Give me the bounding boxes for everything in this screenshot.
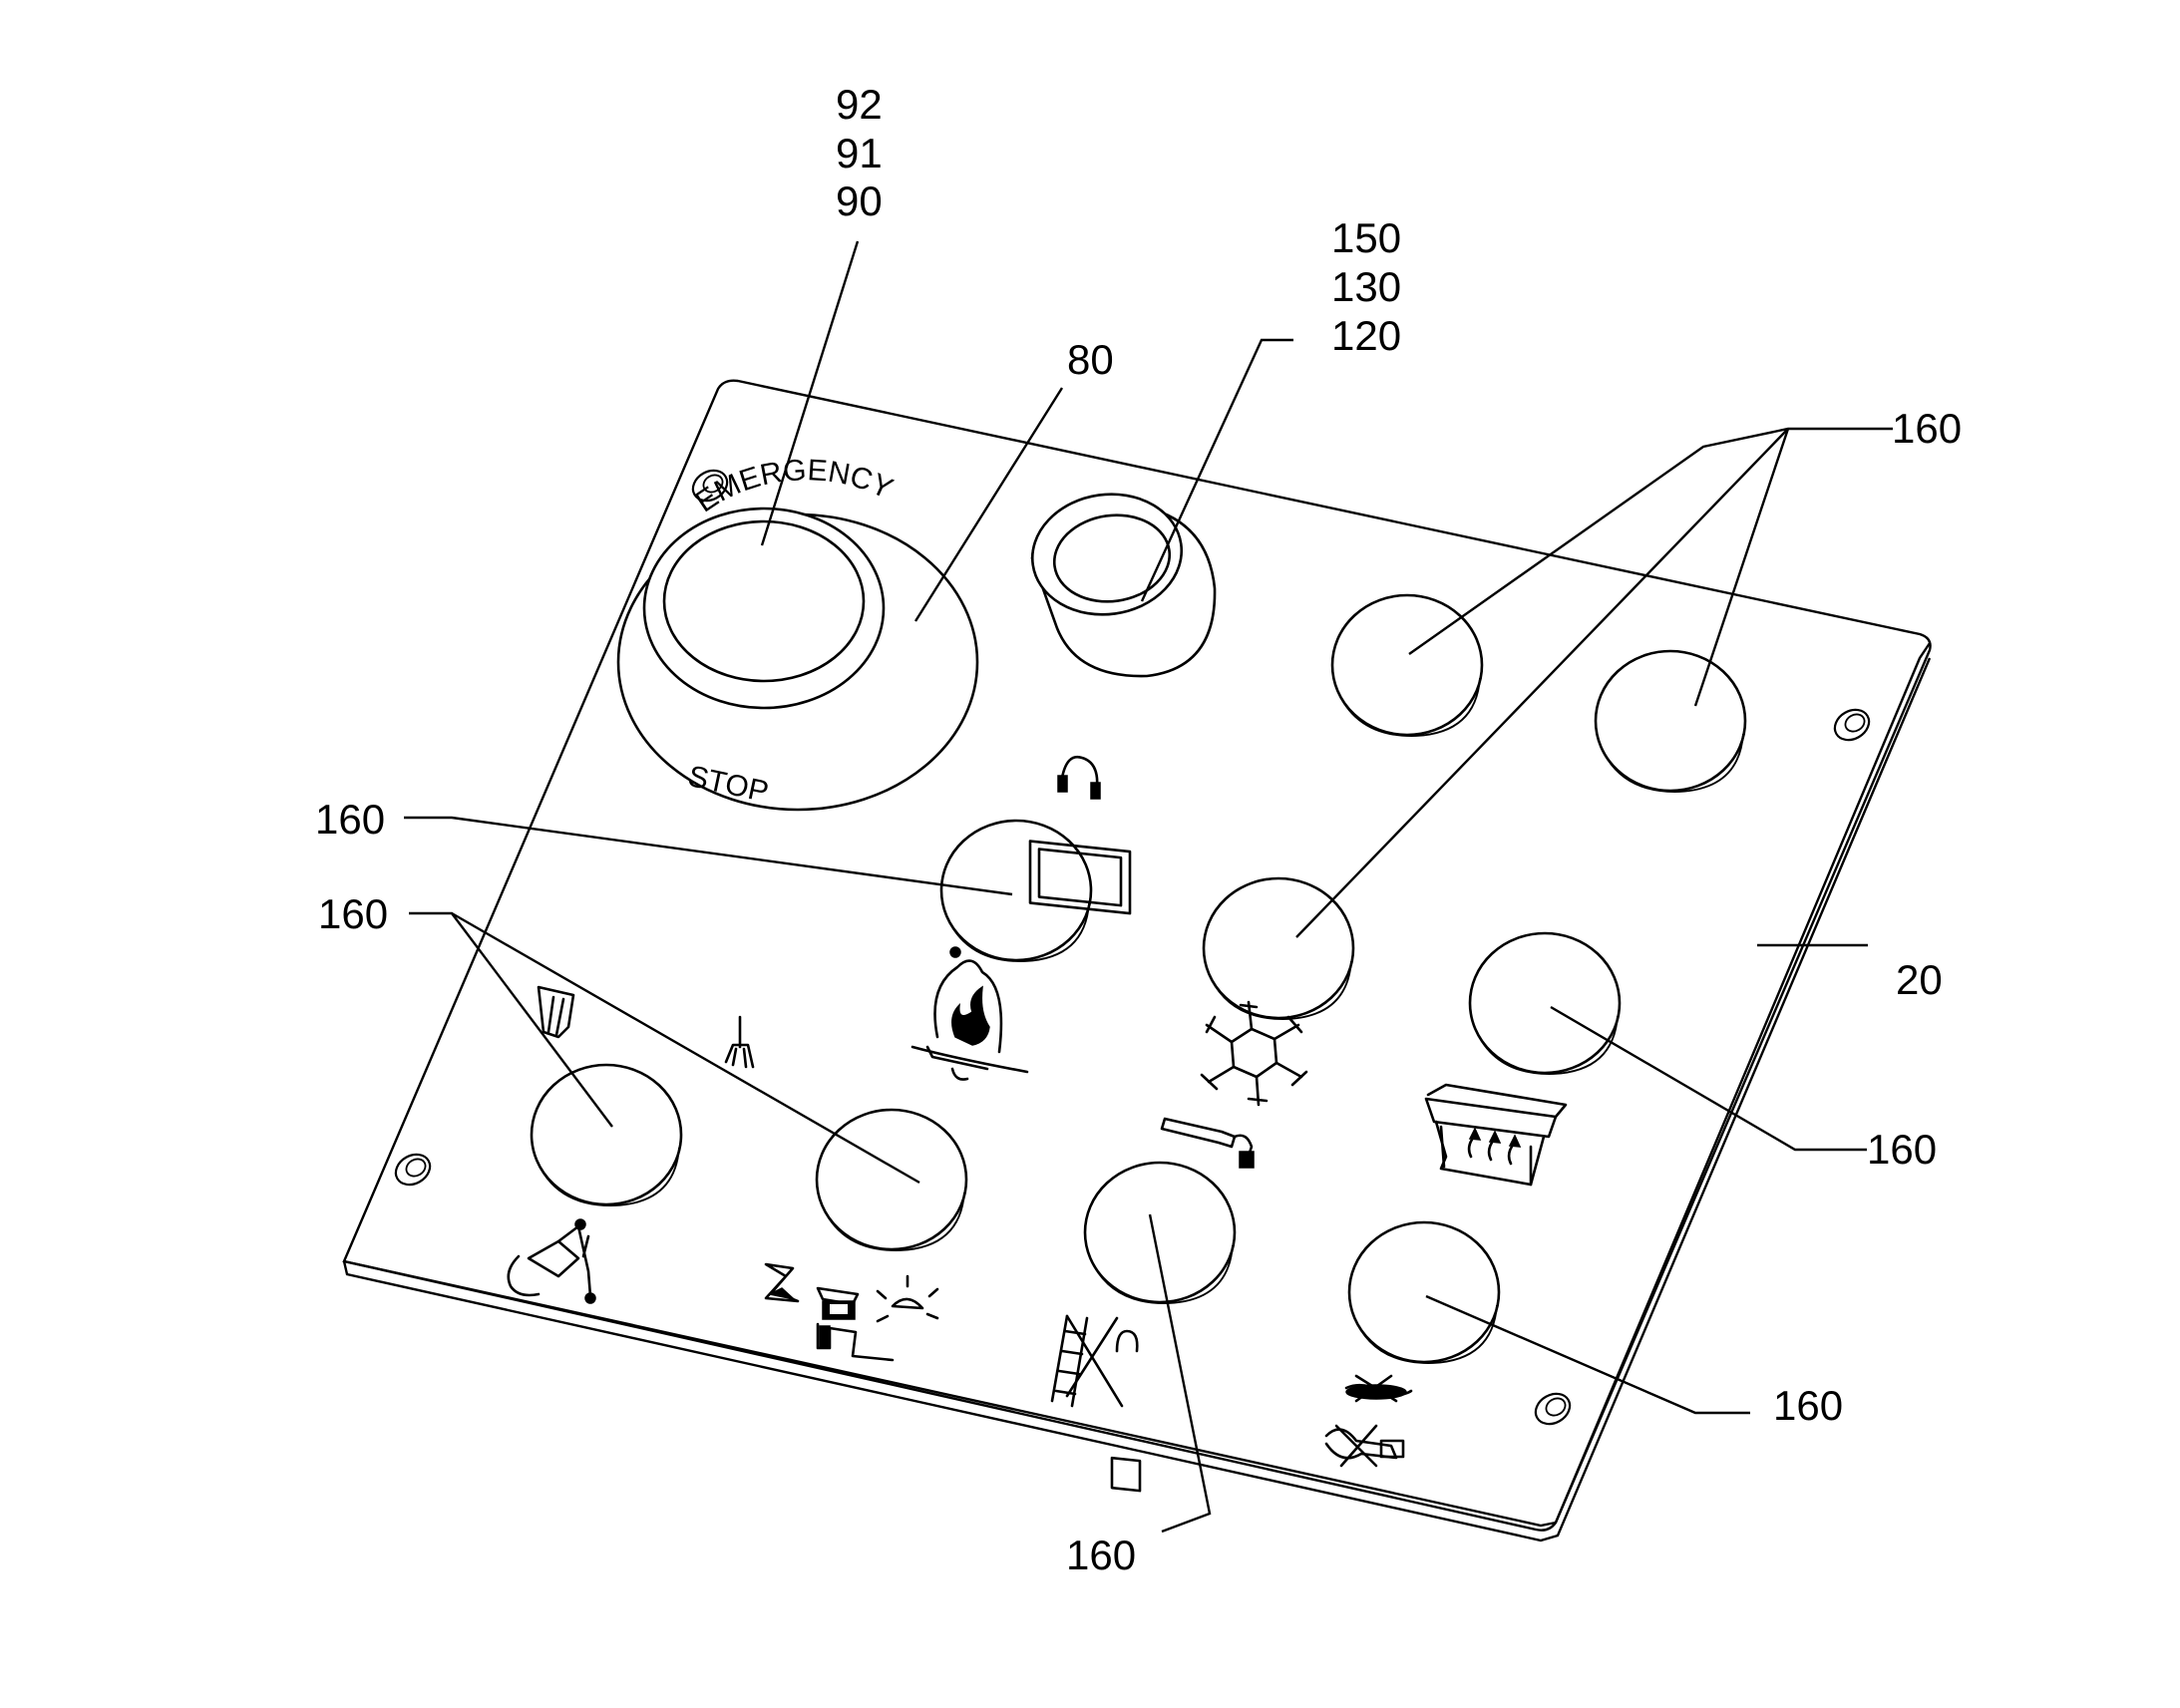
ref-160: 160: [1892, 405, 1962, 452]
pushbutton[interactable]: [1594, 649, 1747, 793]
mounting-plate: [342, 379, 1932, 1542]
refrigerant-pipe-icon: [1160, 1117, 1255, 1169]
ref-20: 20: [1896, 956, 1943, 1003]
mounting-hole: [1833, 708, 1871, 742]
leader-lines: [404, 240, 1893, 1534]
pushbutton[interactable]: [939, 819, 1093, 962]
ladder-lock-icon: [1050, 1314, 1142, 1493]
snowflake-icon: [1200, 1000, 1308, 1107]
pushbutton[interactable]: [530, 1063, 683, 1206]
emergency-stop-button[interactable]: EMERGENCY STOP: [616, 454, 979, 812]
kiosk-icon: [816, 1286, 895, 1362]
hourglass-icon: [764, 1262, 800, 1303]
ref-90: 90: [836, 177, 883, 224]
crane-hook-icon: [507, 1218, 596, 1304]
no-key-icon: [1324, 1424, 1405, 1468]
broom-icon: [724, 1015, 755, 1069]
mounting-hole: [394, 1153, 432, 1187]
headset-icon: [1028, 755, 1132, 915]
no-hose-icon: [1344, 1374, 1413, 1403]
pushbutton[interactable]: [815, 1108, 968, 1251]
ref-80: 80: [1067, 336, 1114, 383]
emergency-stop-cap: [662, 519, 866, 683]
fire-bell-icon: [910, 946, 1029, 1081]
heated-display-case-icon: [1424, 1083, 1568, 1187]
ref-130: 130: [1331, 263, 1401, 310]
mounting-hole: [1534, 1392, 1572, 1426]
selector-switch[interactable]: [1024, 485, 1217, 678]
door-gate-icon: [537, 985, 575, 1039]
pushbutton[interactable]: [1330, 593, 1484, 737]
ref-160: 160: [315, 796, 385, 843]
emergency-label: EMERGENCY: [689, 454, 898, 518]
beacon-light-icon: [876, 1274, 939, 1323]
ref-160: 160: [1773, 1382, 1843, 1429]
reference-numerals: 92 91 90 80 150 130 120 160 160 160 20 1…: [315, 81, 1962, 1578]
ref-91: 91: [836, 130, 883, 176]
pushbutton[interactable]: [1202, 876, 1355, 1020]
ref-150: 150: [1331, 214, 1401, 261]
ref-92: 92: [836, 81, 883, 128]
ref-120: 120: [1331, 312, 1401, 359]
ref-160: 160: [1867, 1126, 1937, 1173]
ref-160: 160: [318, 890, 388, 937]
mounting-hole: [691, 469, 729, 503]
ref-160: 160: [1066, 1532, 1136, 1578]
pushbutton[interactable]: [1468, 931, 1622, 1075]
pushbutton[interactable]: [1083, 1161, 1237, 1304]
pushbutton[interactable]: [1347, 1220, 1501, 1364]
mounting-holes: [394, 469, 1871, 1426]
